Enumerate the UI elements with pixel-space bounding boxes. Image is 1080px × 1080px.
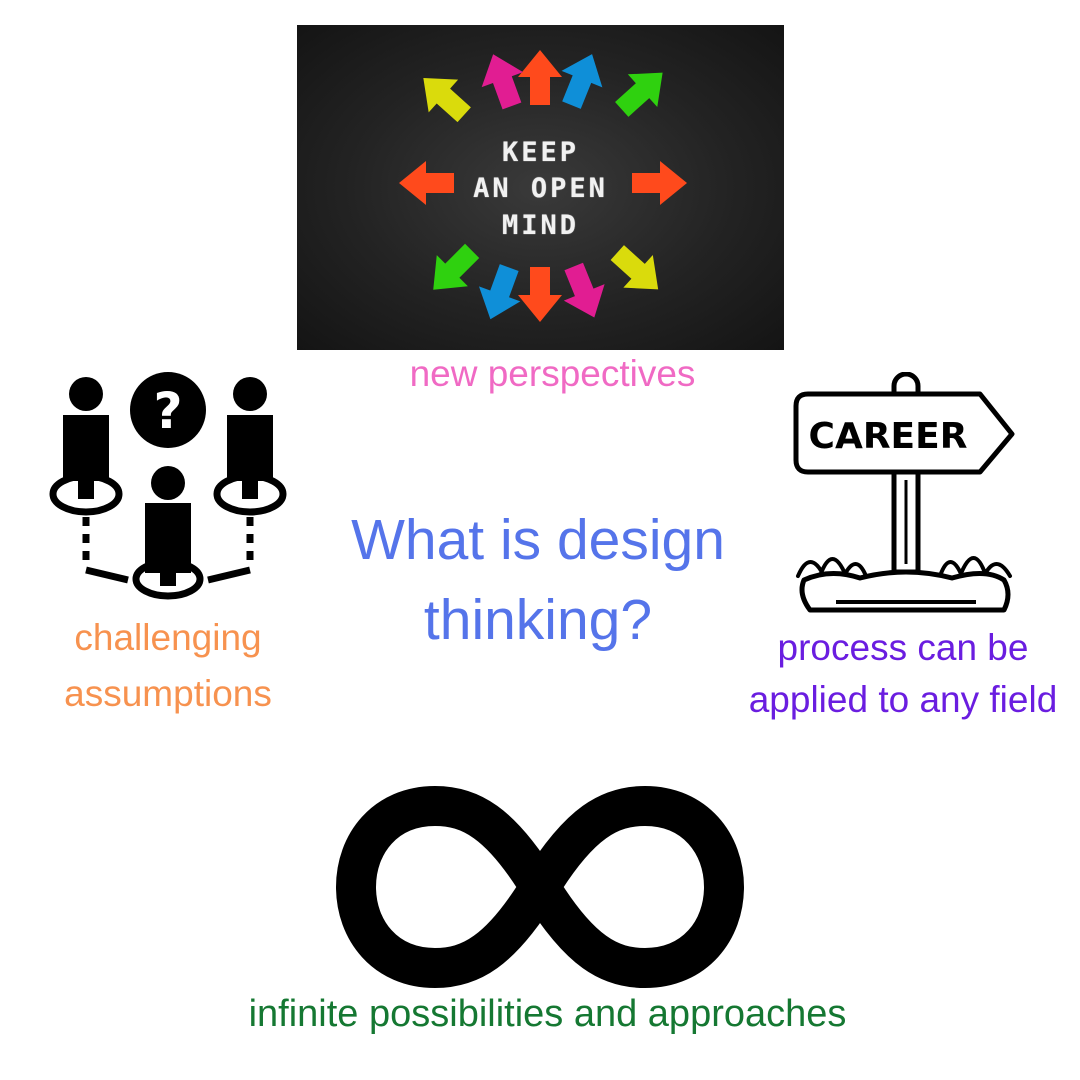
caption-line-applied: applied to any field [748,679,1058,720]
title-line-1: What is design [351,508,725,572]
signpost-label: CAREER [809,416,968,457]
sign-line-an-open: AN OPEN [473,173,608,204]
career-signpost-icon: CAREER [793,372,1015,613]
title-line-2: thinking? [423,588,653,652]
sign-line-mind: MIND [501,210,580,241]
infinity-icon [336,786,744,988]
people-question-icon: ? [49,372,287,600]
keep-open-mind-photo: KEEP AN OPEN MIND [297,25,784,350]
caption-line-process: process can be [777,627,1029,668]
caption-new-perspectives: new perspectives [409,353,696,394]
page-title: What is design thinking? [318,500,758,660]
svg-text:?: ? [153,382,182,440]
caption-line-challenging: challenging [74,617,262,658]
caption-challenging-assumptions: challenging assumptions [22,610,314,722]
sign-line-keep: KEEP [501,137,580,168]
caption-infinite-possibilities: infinite possibilities and approaches [248,993,847,1035]
caption-line-assumptions: assumptions [64,673,272,714]
caption-process-any-field: process can be applied to any field [726,622,1080,726]
